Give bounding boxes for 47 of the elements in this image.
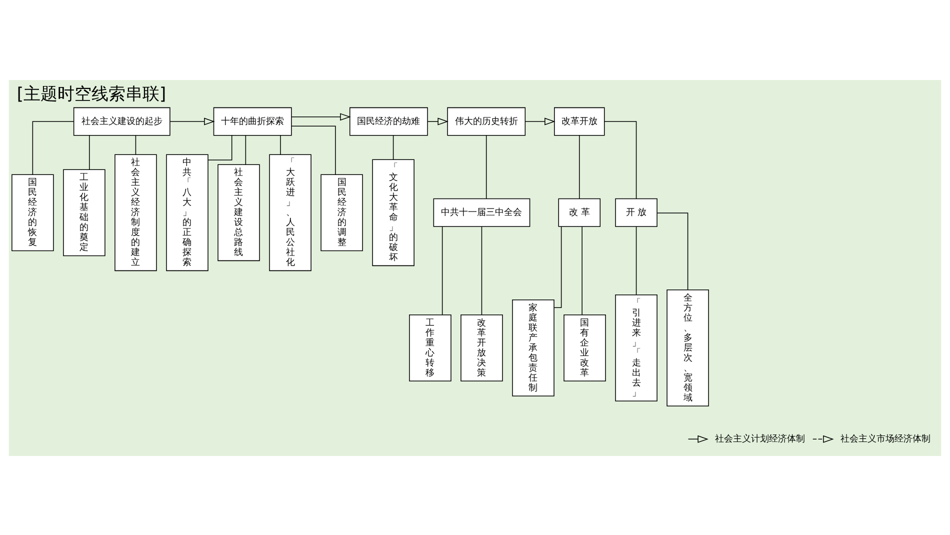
connector xyxy=(442,226,443,315)
connector xyxy=(245,134,246,164)
connector xyxy=(656,212,688,290)
node-box: 工作重心转移 xyxy=(409,314,452,381)
arrow xyxy=(170,117,215,125)
arrow xyxy=(291,112,351,120)
node-box: 「引进来」「走出去」 xyxy=(615,294,658,401)
node-box: 社会主义经济制度的建立 xyxy=(114,154,157,271)
node-box: 国民经济的劫难 xyxy=(349,106,428,136)
node-box: 改革开放 xyxy=(554,106,605,136)
node-box: 全方位、多层次、宽领域 xyxy=(666,289,709,406)
node-box: 国民经济的调整 xyxy=(320,174,363,251)
connector xyxy=(208,134,232,160)
arrow xyxy=(688,434,708,442)
connector xyxy=(280,134,281,154)
arrow xyxy=(812,434,834,442)
connector xyxy=(89,134,90,170)
connector xyxy=(32,120,74,174)
connector xyxy=(481,226,482,315)
arrow xyxy=(524,117,556,125)
node-box: 社会主义建设的起步 xyxy=(73,106,170,136)
node-box: 中共「八大」的正确探索 xyxy=(166,154,208,271)
connector xyxy=(636,226,637,295)
node-box: 中共十一届三中全会 xyxy=(433,198,530,226)
connector xyxy=(135,134,136,154)
node-box: 开 放 xyxy=(615,198,658,226)
node-box: 改革开放决策 xyxy=(460,314,503,381)
arrow xyxy=(427,117,448,125)
node-box: 国民经济的恢复 xyxy=(12,174,54,251)
node-box: 伟大的历史转折 xyxy=(447,106,526,136)
node-box: 工业化基础的奠定 xyxy=(63,168,106,256)
connector xyxy=(392,134,394,160)
node-text: 社会主义市场经济体制 xyxy=(840,432,930,444)
diagram-title: [主题时空线索串联] xyxy=(16,83,166,104)
node-box: 社会主义建设总路线 xyxy=(218,164,260,261)
connector xyxy=(291,125,336,174)
node-box: 家庭联产承包责任制 xyxy=(512,299,554,396)
node-text: 社会主义计划经济体制 xyxy=(715,432,806,444)
connector xyxy=(486,134,487,199)
connector xyxy=(554,226,562,308)
connector xyxy=(579,134,580,199)
node-box: 改 革 xyxy=(558,198,601,226)
connector xyxy=(604,120,637,198)
node-box: 十年的曲折探索 xyxy=(213,106,292,136)
node-box: 国有企业改革 xyxy=(564,314,606,381)
node-box: 「大跃进」、人民公社化 xyxy=(269,154,312,271)
node-box: 「文化大革命」的破坏 xyxy=(372,158,414,266)
